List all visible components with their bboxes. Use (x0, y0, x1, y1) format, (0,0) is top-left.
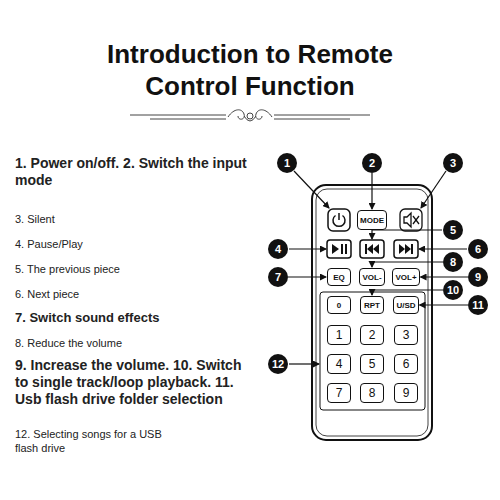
previous-button (360, 240, 384, 258)
button-text: 1 (336, 328, 343, 342)
number-button: 9 (394, 383, 418, 403)
button-text: 9 (403, 386, 410, 400)
callout-text: 5 (450, 224, 456, 236)
function-description: 7. Switch sound effects (15, 310, 260, 326)
callout-number: 7 (268, 267, 288, 287)
button-text: VOL- (362, 273, 381, 282)
button-text: 0 (337, 301, 341, 310)
function-description: 8. Reduce the volume (15, 336, 260, 350)
leader-arrow (288, 276, 326, 277)
function-description: 3. Silent (15, 212, 260, 226)
callout-text: 6 (475, 243, 481, 255)
callout-text: 3 (450, 157, 456, 169)
callout-text: 11 (472, 299, 484, 311)
callout-number: 3 (443, 153, 463, 173)
number-button: 6 (394, 354, 418, 374)
leader-arrow (372, 262, 443, 267)
button-text: U/SD (396, 301, 415, 310)
callout-text: 2 (369, 157, 375, 169)
function-button: VOL+ (392, 268, 419, 286)
function-description: 5. The previous piece (15, 262, 260, 276)
function-button: 0 (327, 296, 351, 314)
callout-number: 1 (277, 153, 297, 173)
number-button: 1 (327, 325, 351, 345)
function-button: MODE (357, 210, 387, 230)
button-text: 2 (369, 328, 376, 342)
function-button: VOL- (359, 268, 384, 286)
button-text: MODE (360, 216, 384, 225)
number-button: 4 (327, 354, 351, 374)
diagram-title: Introduction to Remote Control Function (85, 38, 415, 102)
button-text: 6 (403, 357, 410, 371)
number-button: 8 (360, 383, 384, 403)
callout-text: 9 (475, 271, 481, 283)
leader-arrow (420, 304, 468, 305)
button-text: 4 (336, 357, 343, 371)
leader-lines (289, 171, 467, 364)
callout-number: 5 (443, 220, 463, 240)
leader-arrow (372, 290, 443, 295)
callout-number: 4 (268, 239, 288, 259)
next-button (394, 240, 418, 258)
number-button: 3 (394, 325, 418, 345)
button-text: 3 (403, 328, 410, 342)
function-description: 4. Pause/Play (15, 237, 260, 251)
callout-number: 9 (468, 267, 488, 287)
number-button: 2 (360, 325, 384, 345)
remote-inner-outline (316, 189, 428, 436)
button-text: VOL+ (395, 273, 416, 282)
function-button: RPT (360, 296, 384, 314)
number-button: 5 (360, 354, 384, 374)
mute-button (400, 209, 422, 231)
button-text: 7 (336, 386, 343, 400)
function-description: 9. Increase the volume. 10. Switch to si… (15, 357, 250, 408)
callout-text: 12 (272, 358, 284, 370)
button-text: EQ (333, 273, 345, 282)
play-pause-button (327, 240, 351, 258)
callout-text: 8 (450, 256, 456, 268)
callout-text: 1 (284, 157, 290, 169)
callout-number: 6 (468, 239, 488, 259)
callout-number: 12 (268, 354, 288, 374)
callout-number: 11 (468, 295, 488, 315)
callout-text: 7 (275, 271, 281, 283)
function-description: 12. Selecting songs for a USB flash driv… (15, 427, 185, 455)
callout-text: 4 (275, 243, 281, 255)
power-button (328, 209, 350, 231)
button-text: 8 (369, 386, 376, 400)
function-description: 1. Power on/off. 2. Switch the input mod… (15, 155, 250, 189)
callout-number: 2 (362, 153, 382, 173)
number-pad-region (320, 292, 425, 410)
leader-arrow (421, 276, 468, 277)
function-button: EQ (327, 268, 351, 286)
ornament-divider (130, 110, 370, 121)
function-description: 6. Next piece (15, 287, 260, 301)
leader-arrow (371, 173, 372, 209)
button-text: 5 (369, 357, 376, 371)
callout-number: 10 (443, 280, 463, 300)
callout-text: 10 (447, 284, 459, 296)
number-button: 7 (327, 383, 351, 403)
remote-body (312, 185, 432, 440)
callout-number: 8 (443, 252, 463, 272)
button-text: RPT (364, 301, 380, 310)
function-button: U/SD (393, 296, 418, 314)
